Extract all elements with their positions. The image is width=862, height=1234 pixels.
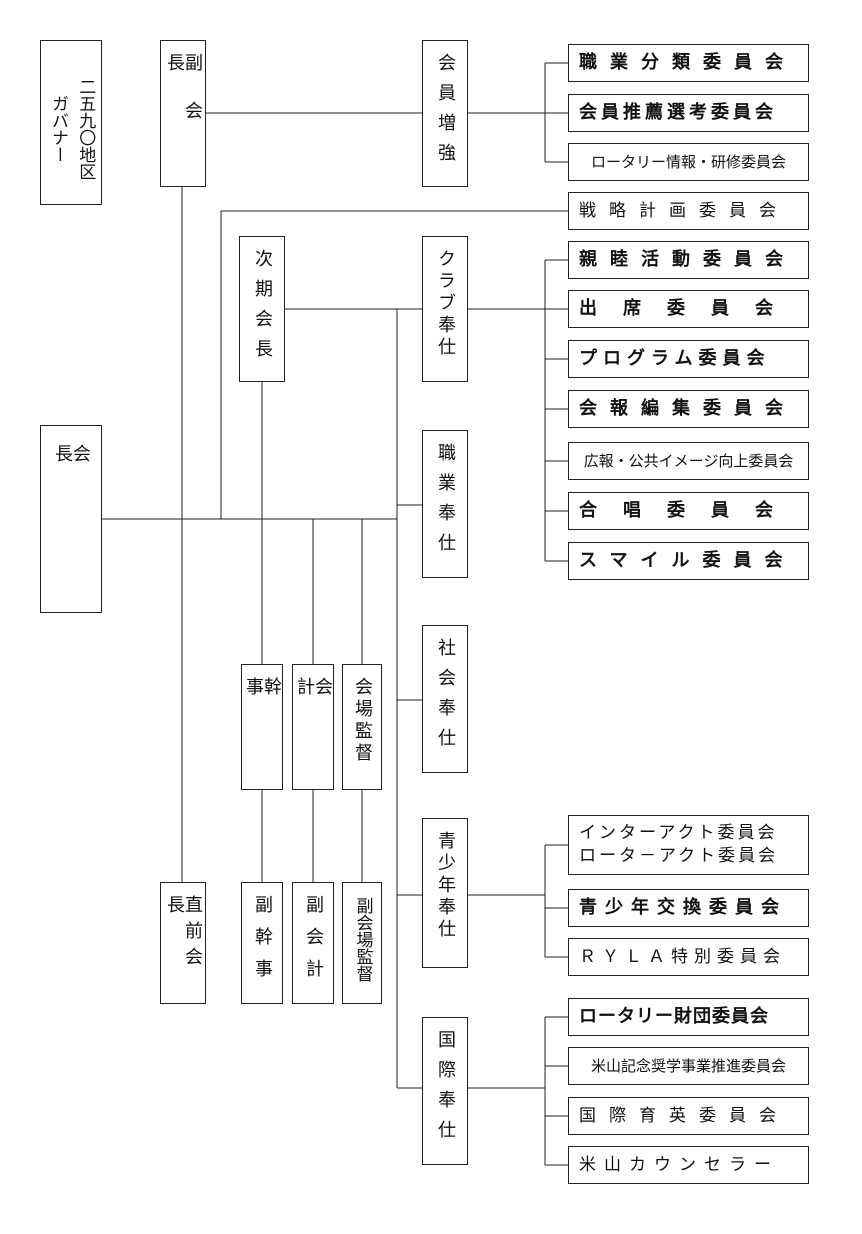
committee-foundation-label: ロータリー財団委員会 bbox=[579, 1005, 769, 1027]
committee-choir-label: 合唱委員会 bbox=[579, 499, 799, 521]
immediate-past-president-box: 直前会長 bbox=[160, 882, 206, 1004]
vice-president-box: 副会長 bbox=[160, 40, 206, 187]
avenue-youth-label: 青少年奉仕 bbox=[435, 831, 456, 941]
vice-sergeant-at-arms-label: 副会場監督 bbox=[352, 897, 373, 982]
committee-membership-nomination: 会員推薦選考委員会 bbox=[568, 94, 809, 132]
avenue-vocational-label: 職業奉仕 bbox=[435, 443, 456, 563]
vice-treasurer-box: 副会計 bbox=[292, 882, 334, 1004]
committee-rotaract-label: ロータ－アクト委員会 bbox=[579, 846, 779, 866]
vice-president-label: 副会長 bbox=[164, 53, 203, 149]
secretary-label: 幹事 bbox=[243, 677, 282, 733]
vice-secretary-label: 副幹事 bbox=[252, 895, 273, 991]
committee-bulletin-label: 会報編集委員会 bbox=[579, 397, 796, 419]
treasurer-label: 会計 bbox=[294, 677, 333, 733]
governor-title-label: ガバナー bbox=[48, 94, 68, 163]
committee-public-image-label: 広報・公共イメージ向上委員会 bbox=[583, 451, 794, 470]
immediate-past-president-label: 直前会長 bbox=[164, 895, 203, 973]
committee-ryla-label: ＲＹＬＡ特別委員会 bbox=[579, 946, 786, 967]
committee-choir: 合唱委員会 bbox=[568, 492, 809, 530]
treasurer-box: 会計 bbox=[292, 664, 334, 790]
committee-program: プログラム委員会 bbox=[568, 340, 809, 378]
governor-district-label: 二五九〇地区 bbox=[75, 77, 96, 180]
avenue-international-label: 国際奉仕 bbox=[435, 1030, 456, 1150]
committee-bulletin: 会報編集委員会 bbox=[568, 390, 809, 428]
committee-classification: 職業分類委員会 bbox=[568, 44, 809, 82]
committee-rotary-info: ロータリー情報・研修委員会 bbox=[568, 143, 809, 181]
district-governor-box: 二五九〇地区 ガバナー bbox=[40, 40, 102, 205]
vice-secretary-box: 副幹事 bbox=[241, 882, 283, 1004]
committee-interact-label: インターアクト委員会 bbox=[579, 823, 778, 844]
committee-ryla: ＲＹＬＡ特別委員会 bbox=[568, 938, 809, 976]
avenue-community-label: 社会奉仕 bbox=[435, 638, 456, 758]
committee-youth-exchange-label: 青少年交換委員会 bbox=[579, 896, 787, 918]
vice-treasurer-label: 副会計 bbox=[303, 895, 324, 991]
committee-yoneyama-counselor: 米山カウンセラー bbox=[568, 1146, 809, 1184]
vice-sergeant-at-arms-box: 副会場監督 bbox=[342, 882, 382, 1004]
avenue-club-box: クラブ奉仕 bbox=[422, 236, 468, 382]
committee-public-image: 広報・公共イメージ向上委員会 bbox=[568, 442, 809, 480]
committee-attendance-label: 出席委員会 bbox=[579, 297, 799, 319]
committee-intl-scholarship: 国際育英委員会 bbox=[568, 1097, 809, 1135]
committee-foundation: ロータリー財団委員会 bbox=[568, 998, 809, 1036]
avenue-club-label: クラブ奉仕 bbox=[435, 249, 456, 359]
committee-strategic-plan: 戦略計画委員会 bbox=[568, 192, 809, 230]
committee-smile: スマイル委員会 bbox=[568, 542, 809, 580]
committee-classification-label: 職業分類委員会 bbox=[579, 51, 796, 73]
committee-smile-label: スマイル委員会 bbox=[579, 549, 796, 571]
avenue-youth-box: 青少年奉仕 bbox=[422, 818, 468, 968]
committee-yoneyama-scholarship: 米山記念奨学事業推進委員会 bbox=[568, 1047, 809, 1085]
committee-fellowship-label: 親睦活動委員会 bbox=[579, 248, 796, 270]
committee-program-label: プログラム委員会 bbox=[579, 347, 771, 369]
committee-fellowship: 親睦活動委員会 bbox=[568, 241, 809, 279]
committee-attendance: 出席委員会 bbox=[568, 290, 809, 328]
avenue-community-box: 社会奉仕 bbox=[422, 625, 468, 773]
president-label: 会長 bbox=[52, 444, 91, 562]
avenue-membership-box: 会員増強 bbox=[422, 40, 468, 187]
avenue-international-box: 国際奉仕 bbox=[422, 1017, 468, 1165]
president-box: 会長 bbox=[40, 425, 102, 613]
committee-yoneyama-counselor-label: 米山カウンセラー bbox=[579, 1154, 779, 1175]
committee-yoneyama-scholarship-label: 米山記念奨学事業推進委員会 bbox=[590, 1056, 786, 1075]
sergeant-at-arms-label: 会場監督 bbox=[352, 677, 373, 765]
secretary-box: 幹事 bbox=[241, 664, 283, 790]
sergeant-at-arms-box: 会場監督 bbox=[342, 664, 382, 790]
avenue-membership-label: 会員増強 bbox=[435, 53, 456, 173]
committee-intl-scholarship-label: 国際育英委員会 bbox=[579, 1105, 789, 1126]
next-president-box: 次期会長 bbox=[239, 236, 285, 382]
next-president-label: 次期会長 bbox=[252, 249, 273, 369]
committee-strategic-plan-label: 戦略計画委員会 bbox=[579, 200, 789, 221]
committee-rotary-info-label: ロータリー情報・研修委員会 bbox=[590, 152, 786, 171]
avenue-vocational-box: 職業奉仕 bbox=[422, 430, 468, 578]
committee-youth-exchange: 青少年交換委員会 bbox=[568, 889, 809, 927]
committee-membership-nomination-label: 会員推薦選考委員会 bbox=[579, 101, 777, 123]
committee-interact-rotaract: インターアクト委員会 ロータ－アクト委員会 bbox=[568, 815, 809, 875]
